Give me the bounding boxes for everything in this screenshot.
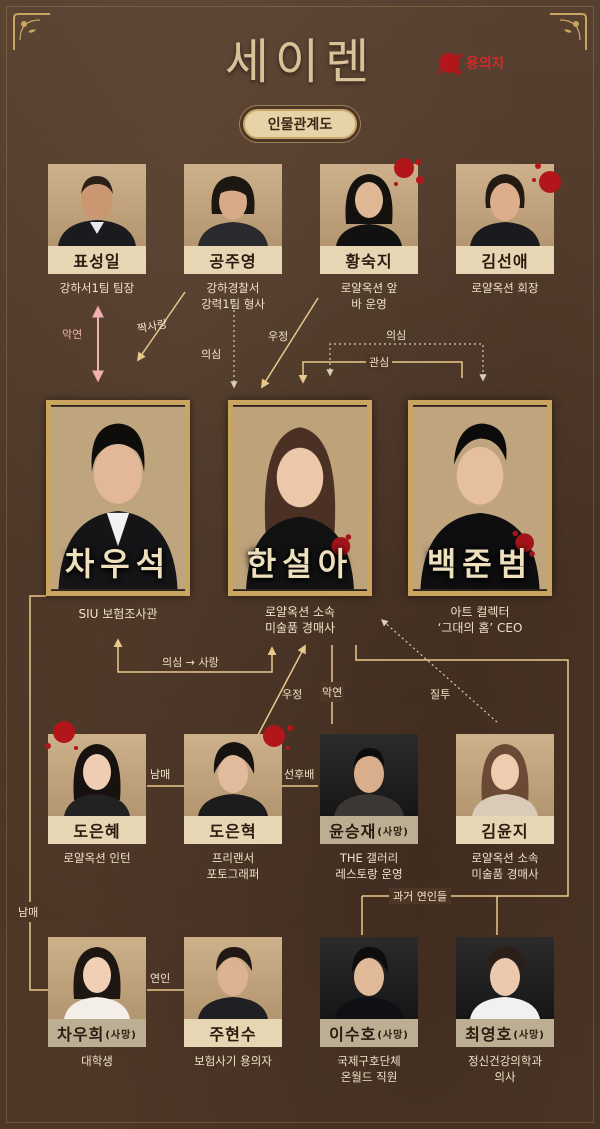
character-desc: 의사 xyxy=(494,1070,516,1084)
subtitle-pill: 인물관계도 xyxy=(243,109,357,139)
blood-splatter-icon xyxy=(532,163,561,193)
relation-label: 남매 xyxy=(150,768,171,781)
character-name: 최영호(사망) xyxy=(456,1019,554,1047)
character-name-text: 차우희 xyxy=(57,1025,105,1044)
character-name-text: 이수호 xyxy=(329,1025,377,1044)
portrait-photo xyxy=(320,937,418,1019)
character-desc: ‘그대의 홈’ CEO xyxy=(437,621,523,635)
character-desc: 대학생 xyxy=(81,1054,113,1068)
character-desc: 미술품 경매사 xyxy=(471,867,539,881)
character-desc: 로얄옥션 소속 xyxy=(471,851,539,865)
character-name: 차우희(사망) xyxy=(48,1019,146,1047)
character-name: 도은혁 xyxy=(184,816,282,844)
character-name: 김윤지 xyxy=(456,816,554,844)
portrait-photo xyxy=(48,937,146,1019)
portrait-photo xyxy=(320,734,418,816)
character-desc: 프리랜서 xyxy=(211,851,255,865)
character-desc: 로얄옥션 인턴 xyxy=(63,851,131,865)
deceased-tag: (사망) xyxy=(377,826,409,838)
main-portrait-frame: 백준범 xyxy=(408,400,552,596)
page-title: 세이렌 xyxy=(224,34,376,90)
suspect-legend-label: 용의자 xyxy=(466,56,505,72)
character-name: 황숙지 xyxy=(320,246,418,274)
main-character-name: 한설아 xyxy=(246,545,354,583)
main-portrait-frame: 한설아 xyxy=(228,400,372,596)
relation-label: 질투 xyxy=(430,688,451,701)
character-desc: 강력1팀 형사 xyxy=(201,297,265,311)
relation-label: 남매 xyxy=(18,902,39,922)
character-desc: 국제구호단체 xyxy=(337,1054,401,1068)
portrait-photo xyxy=(456,937,554,1019)
main-portrait-frame: 차우석 xyxy=(46,400,190,596)
character-desc: 레스토랑 운영 xyxy=(335,867,403,881)
relation-label: 선후배 xyxy=(284,768,315,781)
character-desc: 강하서1팀 팀장 xyxy=(59,281,135,295)
portrait-photo xyxy=(184,734,282,816)
portrait-photo xyxy=(48,734,146,816)
relation-label: 우정 xyxy=(282,688,303,701)
portrait-photo xyxy=(456,164,554,246)
main-character-name: 백준범 xyxy=(426,545,534,583)
suspect-legend: 용의자 xyxy=(434,48,505,78)
character-desc: 아트 컬렉터 xyxy=(450,605,510,619)
character-desc: SIU 보험조사관 xyxy=(78,607,158,621)
relation-label: 관심 xyxy=(366,354,393,370)
character-desc: 로얄옥션 회장 xyxy=(471,281,539,295)
deceased-tag: (사망) xyxy=(513,1029,545,1041)
character-desc: 정신건강의학과 xyxy=(467,1054,543,1068)
ornament-corner-icon xyxy=(550,13,587,50)
character-desc: 로얄옥션 소속 xyxy=(264,605,336,619)
character-desc: 포토그래퍼 xyxy=(206,867,260,881)
portrait-photo xyxy=(48,164,146,246)
character-desc: 바 운영 xyxy=(351,297,387,311)
portrait-photo xyxy=(456,734,554,816)
relation-label: 악연 xyxy=(320,682,345,702)
ornament-corner-icon xyxy=(13,13,50,50)
blood-splatter-icon xyxy=(437,53,463,75)
deceased-tag: (사망) xyxy=(105,1029,137,1041)
portrait-photo xyxy=(184,937,282,1019)
relation-label: 의심 → 사랑 xyxy=(158,654,223,670)
character-desc: 강하경찰서 xyxy=(206,281,260,295)
blood-splatter-icon xyxy=(45,721,78,750)
character-desc: 로얄옥션 앞 xyxy=(340,281,398,295)
blood-splatter-icon xyxy=(263,725,293,750)
character-name: 윤승재(사망) xyxy=(320,816,418,844)
character-name-text: 최영호 xyxy=(465,1025,513,1044)
relation-label: 과거 연인들 xyxy=(389,888,452,904)
character-desc: THE 갤러리 xyxy=(339,851,399,865)
character-name: 표성일 xyxy=(48,246,146,274)
character-name: 이수호(사망) xyxy=(320,1019,418,1047)
main-character-name: 차우석 xyxy=(64,545,172,583)
character-desc: 보험사기 용의자 xyxy=(194,1054,272,1068)
relation-label: 의심 xyxy=(201,348,222,361)
character-name-text: 윤승재 xyxy=(329,822,377,841)
relation-label: 의심 xyxy=(386,329,407,342)
relation-label: 악연 xyxy=(62,328,83,341)
relation-label: 연인 xyxy=(150,972,171,985)
relation-label: 우정 xyxy=(268,330,289,343)
character-name: 공주영 xyxy=(184,246,282,274)
character-name: 도은혜 xyxy=(48,816,146,844)
character-name: 주현수 xyxy=(184,1019,282,1047)
portrait-photo xyxy=(184,164,282,246)
character-name: 김선애 xyxy=(456,246,554,274)
character-desc: 미술품 경매사 xyxy=(264,621,336,635)
deceased-tag: (사망) xyxy=(377,1029,409,1041)
character-desc: 온월드 직원 xyxy=(340,1070,398,1084)
blood-splatter-icon xyxy=(394,158,424,186)
